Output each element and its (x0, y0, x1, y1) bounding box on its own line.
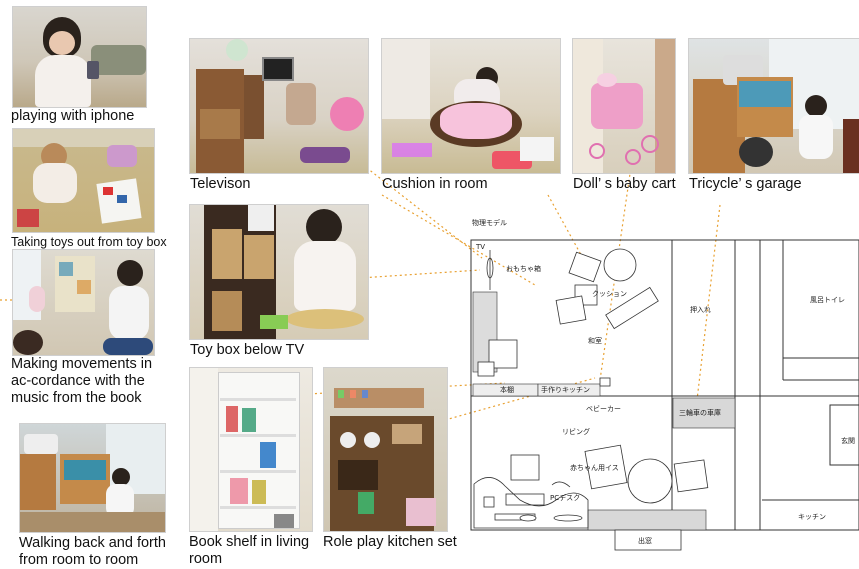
plan-label-bookshelf: 本棚 (500, 385, 514, 394)
caption-making-movements: Making movements in ac-cordance with the… (11, 356, 153, 406)
shade-kitchen-toy (537, 383, 601, 397)
plan-label-oshiire: 押入れ (690, 305, 711, 314)
caption-baby-cart: Doll’ s baby cart (573, 176, 676, 192)
photo-walking (19, 423, 166, 533)
caption-television: Televison (190, 176, 251, 192)
photo-tricycle-garage (688, 38, 859, 174)
photo-making-movements (12, 249, 155, 356)
plan-label-baby-chair: 赤ちゃん用イス (570, 464, 619, 472)
exit-window (614, 529, 682, 551)
shade-bottom-strip (587, 509, 707, 531)
caption-playing-with-iphone: playing with iphone (11, 108, 135, 124)
plan-label-cushion: クッション (592, 290, 627, 298)
photo-baby-cart (572, 38, 676, 174)
plan-label-washitsu: 和室 (588, 336, 602, 345)
caption-toy-box: Toy box below TV (190, 342, 305, 358)
photo-playing-with-iphone (12, 6, 147, 108)
plan-label-baby-cart: ベビーカー (586, 404, 621, 413)
plan-label-living: リビング (562, 427, 590, 436)
photo-cushion (381, 38, 561, 174)
photo-book-shelf (189, 367, 313, 532)
plan-label-exit: 出窓 (638, 536, 652, 545)
plan-label-garage: 三輪車の車庫 (679, 408, 721, 417)
caption-cushion: Cushion in room (382, 176, 488, 192)
plan-label-entrance: 玄関 (841, 436, 855, 445)
photo-kitchen-set (323, 367, 448, 532)
photo-television (189, 38, 369, 174)
photo-toy-box (189, 204, 369, 340)
plan-label-bath: 風呂トイレ (810, 296, 845, 304)
plan-label-toy-box: おもちゃ箱 (506, 264, 541, 273)
plan-label-pc-desk: PCデスク (550, 493, 580, 502)
plan-label-kitchen: キッチン (798, 513, 826, 521)
caption-taking-toys-out: Taking toys out from toy box (11, 235, 167, 249)
plan-label-tv: TV (475, 243, 485, 251)
caption-kitchen-set: Role play kitchen set (323, 534, 457, 550)
caption-walking: Walking back and forth from room to room (19, 535, 166, 568)
photo-taking-toys-out (12, 128, 155, 233)
plan-title: 物理モデル (472, 218, 507, 227)
shade-garage (672, 397, 736, 429)
caption-tricycle-garage: Tricycle’ s garage (689, 176, 802, 192)
caption-book-shelf: Book shelf in living room (189, 534, 310, 567)
plan-label-handmade-kitchen: 手作りキッチン (541, 385, 590, 394)
